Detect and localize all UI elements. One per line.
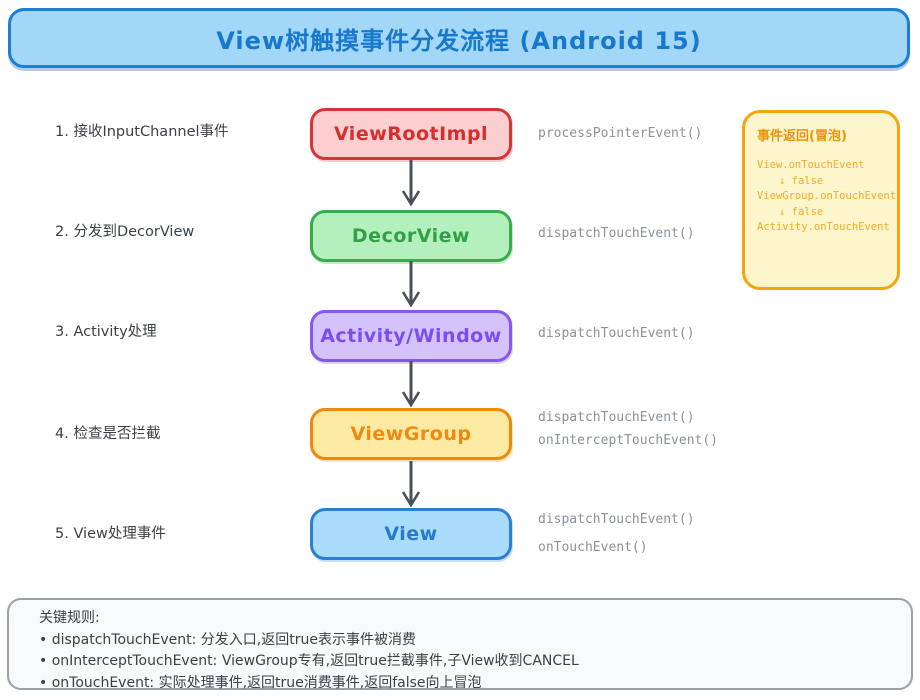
bubble-note: 事件返回(冒泡) View.onTouchEvent ↓ false ViewG… bbox=[742, 110, 900, 290]
flow-arrow-4 bbox=[401, 461, 421, 508]
flow-box-decorview: DecorView bbox=[310, 210, 512, 262]
bubble-note-line: Activity.onTouchEvent bbox=[757, 221, 890, 233]
flow-box-viewgroup: ViewGroup bbox=[310, 408, 512, 460]
diagram-title-bar: View树触摸事件分发流程 (Android 15) bbox=[8, 8, 910, 68]
method-name: dispatchTouchEvent() bbox=[538, 410, 695, 425]
flow-arrow-1 bbox=[401, 160, 421, 207]
method-name: processPointerEvent() bbox=[538, 126, 703, 141]
method-name: onTouchEvent() bbox=[538, 540, 648, 555]
bubble-note-line: ↓ false bbox=[779, 174, 824, 187]
flow-box-view: View bbox=[310, 508, 512, 560]
method-name: dispatchTouchEvent() bbox=[538, 226, 695, 241]
diagram-title: View树触摸事件分发流程 (Android 15) bbox=[216, 26, 702, 55]
method-labels-5: dispatchTouchEvent() onTouchEvent() bbox=[538, 506, 748, 562]
flow-arrow-2 bbox=[401, 261, 421, 308]
flow-box-title: View bbox=[384, 523, 438, 545]
bubble-note-line: ViewGroup.onTouchEvent bbox=[757, 190, 897, 202]
rules-panel: 关键规则: • dispatchTouchEvent: 分发入口,返回true表… bbox=[7, 598, 913, 691]
step-label-3: 3. Activity处理 bbox=[55, 324, 157, 340]
rule-item: • onTouchEvent: 实际处理事件,返回true消费事件,返回fals… bbox=[39, 674, 482, 691]
flow-box-title: DecorView bbox=[351, 225, 471, 247]
flow-box-title: ViewGroup bbox=[350, 423, 472, 445]
bubble-note-line: ↓ false bbox=[779, 205, 824, 218]
method-name: dispatchTouchEvent() bbox=[538, 326, 695, 341]
step-label-2: 2. 分发到DecorView bbox=[55, 224, 195, 240]
rule-item: • dispatchTouchEvent: 分发入口,返回true表示事件被消费 bbox=[39, 631, 416, 648]
bubble-note-title: 事件返回(冒泡) bbox=[757, 129, 847, 144]
rule-item: • onInterceptTouchEvent: ViewGroup专有,返回t… bbox=[39, 653, 579, 669]
flow-arrow-3 bbox=[401, 361, 421, 408]
rules-title: 关键规则: bbox=[39, 610, 100, 626]
method-name: dispatchTouchEvent() bbox=[538, 512, 695, 527]
step-label-1: 1. 接收InputChannel事件 bbox=[55, 124, 229, 140]
step-label-5: 5. View处理事件 bbox=[55, 526, 166, 542]
method-labels-2: dispatchTouchEvent() bbox=[538, 222, 748, 245]
method-labels-4: dispatchTouchEvent() onInterceptTouchEve… bbox=[538, 406, 748, 452]
flow-box-title: Activity/Window bbox=[320, 325, 502, 347]
method-labels-3: dispatchTouchEvent() bbox=[538, 322, 748, 345]
method-name: onInterceptTouchEvent() bbox=[538, 433, 719, 448]
flow-box-activity-window: Activity/Window bbox=[310, 310, 512, 362]
flow-box-viewrootimpl: ViewRootImpl bbox=[310, 108, 512, 160]
step-label-4: 4. 检查是否拦截 bbox=[55, 426, 161, 442]
flow-box-title: ViewRootImpl bbox=[333, 123, 489, 145]
method-labels-1: processPointerEvent() bbox=[538, 122, 748, 145]
bubble-note-line: View.onTouchEvent bbox=[757, 159, 865, 171]
